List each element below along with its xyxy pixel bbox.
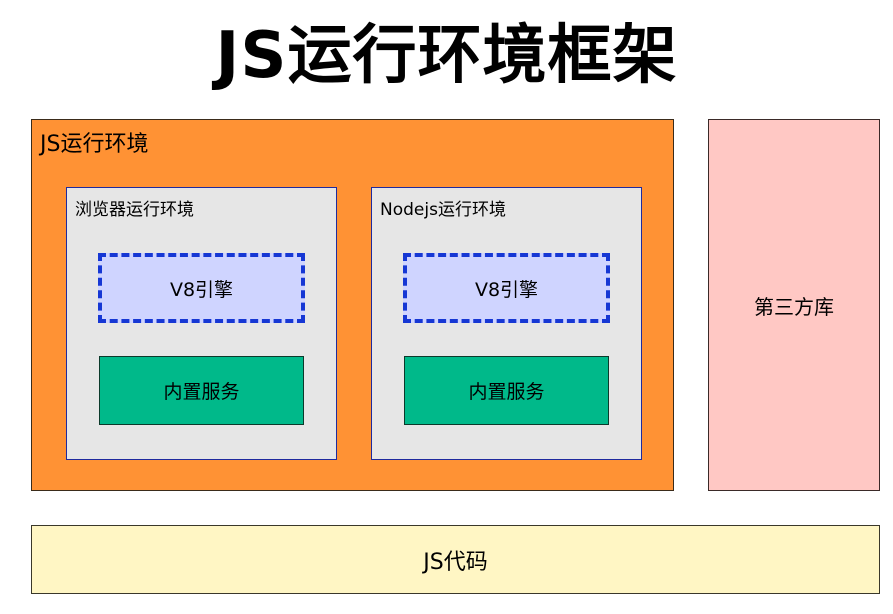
js-code-label: JS代码 (423, 549, 488, 575)
third-party-libraries-label: 第三方库 (754, 294, 834, 319)
nodejs-runtime-box: Nodejs运行环境 V8引擎 内置服务 (371, 187, 642, 460)
nodejs-builtin-services-box: 内置服务 (404, 356, 609, 425)
js-code-box: JS代码 (31, 525, 880, 594)
nodejs-runtime-label: Nodejs运行环境 (380, 200, 506, 220)
browser-runtime-label: 浏览器运行环境 (75, 200, 194, 220)
page-title: JS运行环境框架 (215, 19, 678, 93)
browser-runtime-box: 浏览器运行环境 V8引擎 内置服务 (66, 187, 337, 460)
js-runtime-environment-box: JS运行环境 浏览器运行环境 V8引擎 内置服务 Nodejs运行环境 V8引擎… (31, 119, 674, 491)
nodejs-v8-engine-label: V8引擎 (474, 278, 539, 301)
js-runtime-environment-label: JS运行环境 (40, 132, 149, 157)
browser-builtin-services-label: 内置服务 (163, 381, 240, 403)
browser-builtin-services-box: 内置服务 (99, 356, 304, 425)
nodejs-v8-engine-box: V8引擎 (403, 253, 610, 323)
third-party-libraries-box: 第三方库 (708, 119, 880, 491)
nodejs-builtin-services-label: 内置服务 (468, 381, 545, 403)
browser-v8-engine-box: V8引擎 (98, 253, 305, 323)
browser-v8-engine-label: V8引擎 (169, 278, 234, 301)
